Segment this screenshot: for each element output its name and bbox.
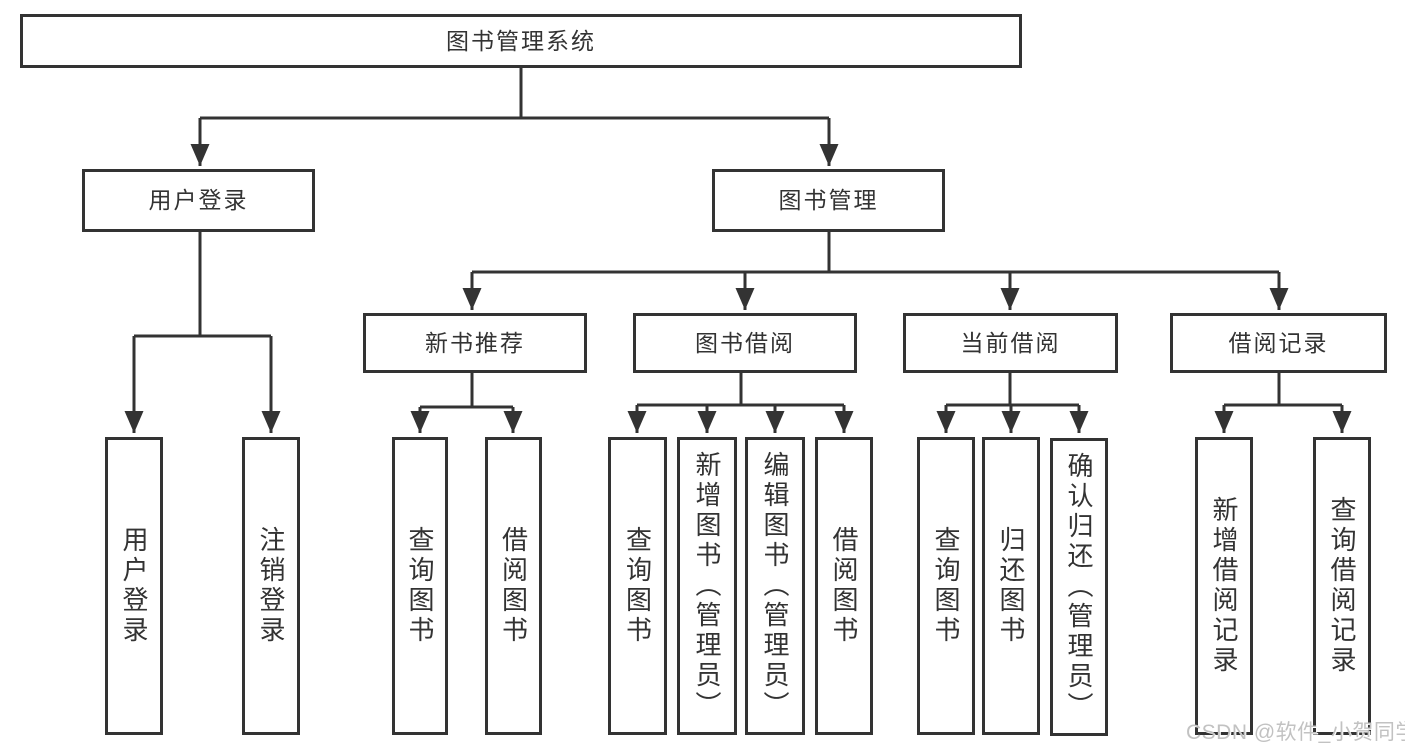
node-root-library-system: 图书管理系统 (20, 14, 1022, 68)
leaf-newbook-query-books-label: 查询图书 (405, 526, 435, 646)
leaf-newbook-borrow-books: 借阅图书 (485, 437, 542, 735)
node-user-login: 用户登录 (82, 169, 315, 232)
connector-borrow-records (1224, 373, 1342, 407)
leaf-borrow-borrow-books-label: 借阅图书 (829, 526, 859, 646)
node-borrow-records-label: 借阅记录 (1228, 329, 1329, 356)
leaf-records-query-borrow-record-label: 查询借阅记录 (1327, 496, 1357, 676)
leaf-records-query-borrow-record: 查询借阅记录 (1313, 437, 1371, 735)
leaf-newbook-query-books: 查询图书 (392, 437, 448, 735)
node-book-borrow-label: 图书借阅 (695, 329, 795, 356)
leaf-records-add-borrow-record: 新增借阅记录 (1195, 437, 1253, 735)
connector-book-management (472, 232, 1279, 274)
connector-current-borrow (946, 373, 1079, 407)
leaf-current-query-books: 查询图书 (917, 437, 975, 735)
leaf-current-return-books-label: 归还图书 (996, 526, 1026, 646)
leaf-user-login: 用户登录 (105, 437, 163, 735)
leaf-borrow-query-books-label: 查询图书 (622, 526, 653, 646)
node-current-borrow-label: 当前借阅 (960, 329, 1061, 356)
leaf-borrow-edit-books-admin: 编辑图书（管理员） (745, 437, 805, 735)
csdn-watermark: CSDN @软件_小贺同学 (1186, 721, 1405, 744)
leaf-logout-login: 注销登录 (242, 437, 300, 735)
leaf-user-login-label: 用户登录 (119, 526, 149, 646)
node-new-book-recommend-label: 新书推荐 (425, 329, 525, 356)
connector-user-login (134, 232, 271, 338)
connector-new-book (420, 373, 513, 409)
leaf-borrow-add-books-admin-label: 新增图书（管理员） (692, 451, 722, 721)
leaf-logout-login-label: 注销登录 (256, 526, 286, 646)
leaf-current-query-books-label: 查询图书 (931, 526, 961, 646)
leaf-borrow-query-books: 查询图书 (608, 437, 667, 735)
node-current-borrow: 当前借阅 (903, 313, 1118, 373)
node-user-login-label: 用户登录 (148, 187, 249, 213)
node-borrow-records: 借阅记录 (1170, 313, 1387, 373)
node-root-label: 图书管理系统 (446, 27, 596, 54)
leaf-current-confirm-return-admin: 确认归还（管理员） (1050, 438, 1108, 736)
leaf-borrow-borrow-books: 借阅图书 (815, 437, 873, 735)
leaf-newbook-borrow-books-label: 借阅图书 (498, 526, 529, 646)
node-book-borrow: 图书借阅 (633, 313, 857, 373)
leaf-borrow-add-books-admin: 新增图书（管理员） (677, 437, 737, 735)
connector-root (200, 66, 829, 120)
node-new-book-recommend: 新书推荐 (363, 313, 587, 373)
node-book-management-label: 图书管理 (778, 187, 879, 213)
leaf-current-return-books: 归还图书 (982, 437, 1040, 735)
leaf-borrow-edit-books-admin-label: 编辑图书（管理员） (760, 451, 790, 721)
node-book-management: 图书管理 (712, 169, 945, 232)
leaf-records-add-borrow-record-label: 新增借阅记录 (1209, 496, 1239, 676)
leaf-current-confirm-return-admin-label: 确认归还（管理员） (1064, 452, 1094, 722)
connector-book-borrow (637, 373, 844, 407)
